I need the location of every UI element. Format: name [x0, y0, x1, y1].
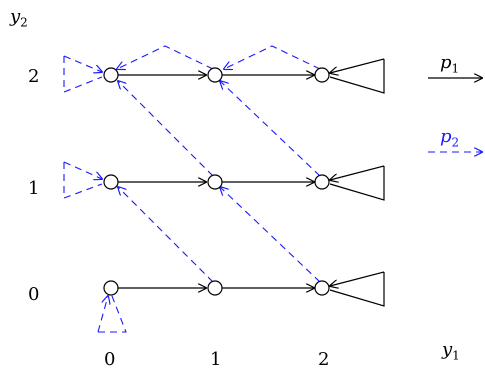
x-axis-label-var: y	[442, 339, 453, 360]
x-axis-label-sub: 1	[452, 348, 460, 363]
p2-loop-0-1-arrow	[63, 161, 102, 179]
legend-p2-sub: 2	[451, 135, 460, 150]
y-tick-1: 1	[28, 178, 40, 199]
p2-transitions	[117, 45, 321, 283]
state-2-2	[314, 67, 330, 83]
state-2-1	[314, 174, 330, 190]
legend-p1-sub: 1	[451, 61, 460, 76]
state-0-0	[103, 280, 119, 296]
p2-edge-2-0-to-1-1	[220, 187, 321, 283]
y-tick-0: 0	[28, 284, 40, 305]
p2-loop-0-1	[63, 162, 103, 199]
state-0-2	[103, 67, 119, 83]
state-1-0	[207, 280, 223, 296]
legend-p1-var: p	[440, 52, 452, 73]
p2-edge-2-2-to-1-2	[224, 45, 321, 69]
state-nodes	[103, 67, 330, 296]
p2-edge-1-2-to-0-2	[117, 45, 214, 69]
p1-self-loops	[329, 58, 385, 307]
state-2-0	[314, 280, 330, 296]
p2-loop-0-2	[63, 56, 103, 93]
state-1-2	[207, 67, 223, 83]
p2-edge-2-1-to-1-2	[220, 81, 321, 177]
legend-p2-var: p	[440, 126, 452, 147]
p1-loop-2-0-arrow	[330, 271, 385, 286]
y-axis-label: y2	[10, 8, 28, 29]
p2-loop-0-2-arrow	[63, 55, 102, 72]
state-1-1	[207, 174, 223, 190]
state-0-1	[103, 174, 119, 190]
legend-p2-label: p2	[440, 128, 459, 149]
p2-self-loops	[63, 55, 127, 333]
p1-loop-2-1-arrow	[330, 165, 385, 180]
p1-loop-2-1	[329, 166, 385, 201]
y-tick-2: 2	[28, 66, 40, 87]
p2-loop-0-0	[98, 295, 127, 333]
p1-loop-2-2	[329, 59, 385, 94]
p2-loop-0-0-arrow	[97, 296, 108, 333]
legend-p1-label: p1	[440, 54, 459, 75]
p2-edge-1-0-to-0-1	[118, 187, 214, 283]
y-axis-label-var: y	[10, 6, 21, 27]
x-axis-label: y1	[442, 341, 460, 362]
x-tick-0: 0	[104, 349, 116, 370]
p1-loop-2-0	[329, 272, 385, 307]
p1-loop-2-2-arrow	[330, 58, 385, 73]
p2-edge-1-1-to-0-2	[118, 81, 214, 177]
x-tick-1: 1	[210, 349, 222, 370]
x-tick-2: 2	[318, 349, 330, 370]
y-axis-label-sub: 2	[20, 15, 28, 30]
p1-transitions	[118, 75, 314, 288]
